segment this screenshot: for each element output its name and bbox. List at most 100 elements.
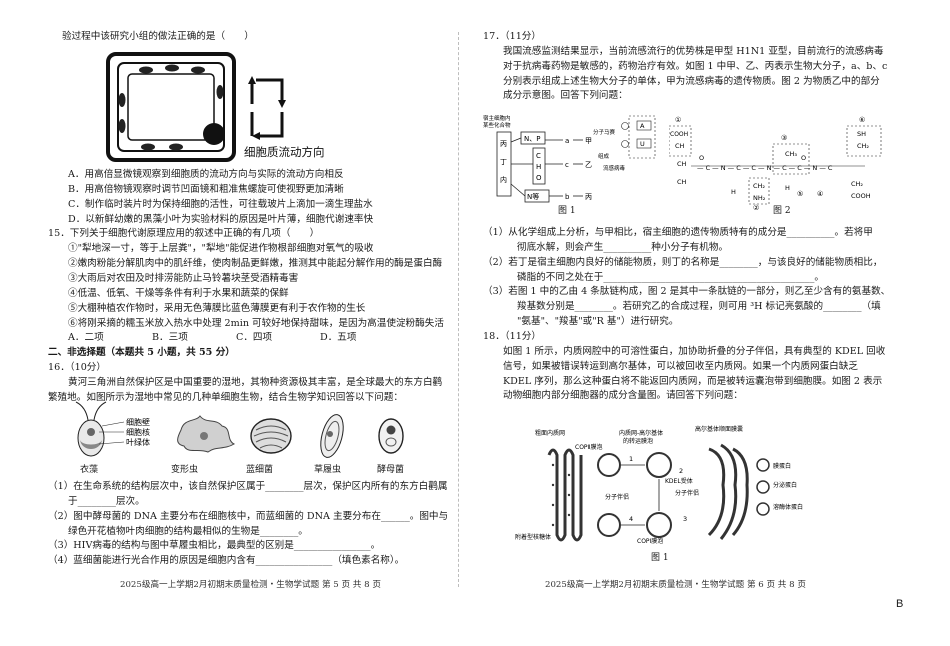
q17-q1b: 彻底水解，则会产生__________种小分子有机物。 [517, 241, 729, 253]
q17-fig1-caption: 图 1 [558, 206, 576, 216]
fig3-label-ergic: 内质网-高尔基体 [619, 429, 663, 437]
q15-choice-d: D．五项 [320, 332, 357, 344]
q15-choice-b: B．三项 [152, 332, 188, 344]
q15-item-3: ③大雨后对农田及时排涝能防止马铃薯块茎受酒精毒害 [68, 273, 299, 285]
q17-text-1: 我国流感监测结果显示，当前流感流行的优势株是甲型 H1N1 亚型，目前流行的流感… [503, 45, 884, 57]
chlamydomonas-drawing [75, 401, 125, 457]
fig1-label-a: A [640, 122, 645, 130]
q15-choices: A．二项 B．三项 C．四项 D．五项 [48, 331, 444, 346]
q15-item-5: ⑤大棚种植农作物时，采用无色薄膜比蓝色薄膜更有利于农作物的生长 [68, 302, 366, 314]
fig2-num-3: ③ [781, 134, 787, 142]
left-footer: 2025级高一上学期2月初期末质量检测・生物学试题 第 5 页 共 8 页 [120, 580, 381, 590]
svg-text:NH₂: NH₂ [753, 194, 766, 202]
fig3-label-er: 粗面内质网 [535, 429, 565, 437]
q17-text-4: 成分示意图。回答下列问题： [503, 90, 628, 102]
fig3-label-transport: 的转运膜泡 [623, 437, 653, 445]
q17-figure-1: 宿主细胞内 某些化合物 丙 丁 内 N、P C H O N等 a c b 甲 乙… [483, 114, 656, 203]
cyanobacteria-drawing [250, 418, 292, 454]
q15-item-6: ⑥将刚采摘的糯玉米放入热水中处理 2min 可较好地保持甜味，是因为高温使淀粉酶… [68, 317, 444, 329]
svg-text:CH₂: CH₂ [753, 182, 765, 190]
fig1-arrow-label-2: 组成 [598, 152, 610, 160]
svg-text:丙: 丙 [585, 193, 592, 201]
fig1-box-n: N等 [527, 192, 539, 201]
fig1-box-c: C [536, 152, 541, 160]
intro-line: 验过程中该研究小组的做法正确的是（ ） [62, 31, 254, 42]
q17-text-3: 分别表示组成上述生物大分子的单体，甲为流感病毒的遗传物质。图 2 为物质乙中的部… [503, 75, 880, 87]
q15-item-1: ①"犁地深一寸，等于上层粪"，"犁地"能促进作物根部细胞对氧气的吸收 [68, 243, 374, 255]
fig3-label-lysosomal: 溶酶体蛋白 [773, 503, 803, 511]
q17-q3c: "氨基"、"羧基"或"R 基"）进行研究。 [517, 316, 679, 328]
svg-text:CH: CH [677, 160, 687, 168]
fig1-arrow-label-3: 流感病毒 [603, 164, 626, 172]
right-footer: 2025级高一上学期2月初期末质量检测・生物学试题 第 6 页 共 8 页 [545, 580, 806, 590]
left-page: 验过程中该研究小组的做法正确的是（ ） 细胞质流动方向 A．用高倍显微镜观察到细… [48, 0, 448, 600]
svg-text:a: a [565, 137, 569, 145]
fig1-label-u: U [640, 140, 645, 148]
fig3-step-2: 2 [679, 467, 683, 475]
q18-header: 18．（11分） [483, 331, 541, 343]
q16-text-1: 黄河三角洲自然保护区是中国重要的湿地，其物种资源极其丰富，是全球最大的东方白鹳 [68, 377, 443, 389]
section2-title: 二、非选择题（本题共 5 小题，共 55 分） [48, 347, 235, 359]
fig1-host-label-2: 某些化合物 [483, 121, 511, 129]
fig2-cooh: COOH [670, 131, 688, 138]
q14-option-c: C．制作临时装片时为保持细胞的活性，可往载玻片上滴加一滴生理盐水 [68, 198, 373, 210]
chlamy-part-nucleus: 细胞核 [126, 427, 150, 437]
chlamy-part-wall: 细胞壁 [126, 417, 150, 427]
q18-text-3: KDEL 序列，那么这种蛋白将不能返回内质网，而是被转运囊泡带到细胞膜。如图 2… [503, 375, 883, 387]
svg-text:CH₂: CH₂ [857, 142, 869, 150]
page-mark: B [896, 598, 904, 610]
q15-item-4: ④低温、低氧、干燥等条件有利于水果和蔬菜的保鲜 [68, 287, 289, 299]
fig3-label-kdel: KDEL受体 [665, 477, 693, 485]
svg-text:H: H [785, 184, 790, 192]
svg-text:CH: CH [675, 142, 685, 150]
q17-text-2: 对于抗病毒药物是敏感的，药物治疗有效。如图 1 中甲、乙、丙表示生物大分子，a、… [503, 60, 888, 72]
page-divider [458, 32, 459, 587]
q17-fig2-caption: 图 2 [773, 206, 791, 216]
label-amoeba: 变形虫 [171, 465, 199, 475]
q16-q1b: 于________层次。 [68, 495, 145, 507]
q17-q3a: （3）若图 1 中的乙由 4 条肽链构成，图 2 是其中一条肽链的一部分，则乙至… [483, 286, 891, 298]
label-chlamydomonas: 衣藻 [80, 465, 99, 475]
svg-text:SH: SH [857, 130, 866, 138]
fig2-num-4: ④ [817, 190, 823, 198]
label-yeast: 酵母菌 [377, 465, 405, 475]
svg-text:甲: 甲 [585, 137, 592, 145]
svg-text:O: O [699, 154, 704, 162]
q15-item-2: ②嫩肉粉能分解肌肉中的肌纤维，使肉制品更鲜嫩，推测其中能起分解作用的酶是蛋白酶 [68, 258, 443, 270]
fig1-arrow-label-1: 分子马赛 [593, 128, 616, 136]
q18-text-2: 信号，如果被错误转运到高尔基体，可以被回收至内质网。如果一个内质网蛋白缺乏 [503, 360, 858, 372]
fig3-step-1: 1 [629, 455, 633, 463]
svg-text:COOH: COOH [851, 192, 871, 200]
fig3-label-copii: COPⅡ膜泡 [575, 443, 602, 451]
right-page: 17．（11分） 我国流感监测结果显示，当前流感流行的优势株是甲型 H1N1 亚… [483, 0, 890, 600]
q17-q1a: （1）从化学组成上分析，与甲相比，宿主细胞的遗传物质特有的成分是________… [483, 227, 873, 238]
q16-text-2: 繁殖地。如图所示为湿地中常见的几种单细胞生物，结合生物学知识回答以下问题： [48, 391, 403, 403]
svg-text:CH: CH [677, 178, 687, 186]
q16-q1a: （1）在生命系统的结构层次中，该自然保护区属于________层次，保护区内所有… [48, 481, 448, 492]
svg-text:— C — N — C — C — N — C — C —: — C — N — C — C — N — C — C — N — C [697, 164, 833, 172]
fig3-label-secretory: 分泌蛋白 [773, 481, 797, 489]
q16-q3: （3）HIV病毒的结构与图中草履虫相比，最典型的区别是_____________… [48, 540, 381, 552]
q18-figure-1: 粗面内质网 内质网-高尔基体 高尔基体顺面膜囊 的转运膜泡 COPⅡ膜泡 1 2… [515, 425, 803, 545]
label-paramecium: 草履虫 [314, 465, 342, 475]
q14-option-d: D．以新鲜幼嫩的黑藻小叶为实验材料的原因是叶片薄，细胞代谢速率快 [68, 213, 374, 225]
q18-text-4: 动物细胞内部分细胞器的成分含量图。请回答下列问题： [503, 390, 743, 402]
svg-text:c: c [565, 161, 569, 169]
fig2-num-1: ① [675, 116, 681, 124]
fig3-label-cis-golgi: 高尔基体顺面膜囊 [695, 425, 743, 433]
q15-choice-c: C．四项 [236, 332, 273, 344]
fig3-label-chaperone-2: 分子伴侣 [675, 489, 699, 497]
q16-q4: （4）蓝细菌能进行光合作用的原因是细胞内含有________________（填… [48, 555, 405, 567]
q16-q2a: （2）图中酵母菌的 DNA 主要分布在细胞核中，而蓝细菌的 DNA 主要分布在_… [48, 510, 449, 522]
svg-text:O: O [801, 154, 806, 162]
svg-text:H: H [731, 188, 736, 196]
q18-fig1-caption: 图 1 [651, 553, 669, 563]
fig2-num-2: ② [753, 204, 759, 212]
q17-q3b: 羧基数分别是________。若研究乙的合成过程，则可用 ³H 标记亮氨酸的__… [517, 301, 881, 313]
fig1-box-o: O [536, 174, 542, 182]
svg-text:CH₃: CH₃ [785, 150, 797, 158]
q17-header: 17．（11分） [483, 31, 541, 42]
q17-q2b: 磷脂的不同之处在于_______________________________… [517, 271, 824, 283]
label-cyanobacteria: 蓝细菌 [246, 465, 274, 475]
fig3-label-ribosome: 附着型核糖体 [515, 533, 551, 541]
